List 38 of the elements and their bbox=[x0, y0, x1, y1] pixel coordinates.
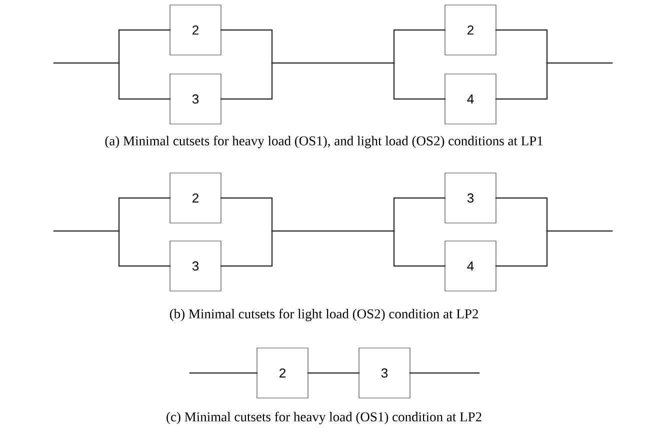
component-box: 3 bbox=[358, 348, 410, 398]
connection-line bbox=[495, 230, 548, 267]
connection-line bbox=[393, 29, 446, 64]
connection-line bbox=[220, 29, 273, 64]
connection-line bbox=[220, 230, 273, 267]
component-box: 2 bbox=[256, 348, 308, 398]
connection-line bbox=[118, 62, 171, 100]
component-box: 3 bbox=[170, 240, 222, 292]
caption: (c) Minimal cutsets for heavy load (OS1) condition at LP2 bbox=[166, 412, 482, 424]
connection-line bbox=[189, 372, 258, 374]
connection-line bbox=[118, 197, 171, 232]
connection-line bbox=[271, 230, 395, 232]
connection-line bbox=[546, 230, 613, 232]
connection-line bbox=[495, 62, 548, 100]
connection-line bbox=[220, 197, 273, 232]
connection-line bbox=[271, 62, 395, 64]
connection-line bbox=[393, 230, 446, 267]
connection-line bbox=[495, 197, 548, 232]
connection-line bbox=[307, 372, 360, 374]
connection-line bbox=[495, 29, 548, 64]
component-box: 2 bbox=[170, 4, 222, 56]
component-box: 4 bbox=[444, 74, 496, 124]
connection-line bbox=[53, 62, 120, 64]
caption: (a) Minimal cutsets for heavy load (OS1), and light load (OS2) conditions at LP1 bbox=[105, 136, 543, 148]
connection-line bbox=[409, 372, 480, 374]
connection-line bbox=[118, 29, 171, 64]
connection-line bbox=[118, 230, 171, 267]
caption: (b) Minimal cutsets for light load (OS2) condition at LP2 bbox=[170, 308, 478, 322]
component-box: 2 bbox=[170, 172, 222, 224]
connection-line bbox=[393, 197, 446, 232]
component-box: 3 bbox=[444, 172, 496, 224]
connection-line bbox=[220, 62, 273, 100]
component-box: 3 bbox=[170, 74, 222, 124]
connection-line bbox=[53, 230, 120, 232]
component-box: 2 bbox=[444, 4, 496, 56]
connection-line bbox=[393, 62, 446, 100]
component-box: 4 bbox=[444, 240, 496, 292]
connection-line bbox=[546, 62, 613, 64]
